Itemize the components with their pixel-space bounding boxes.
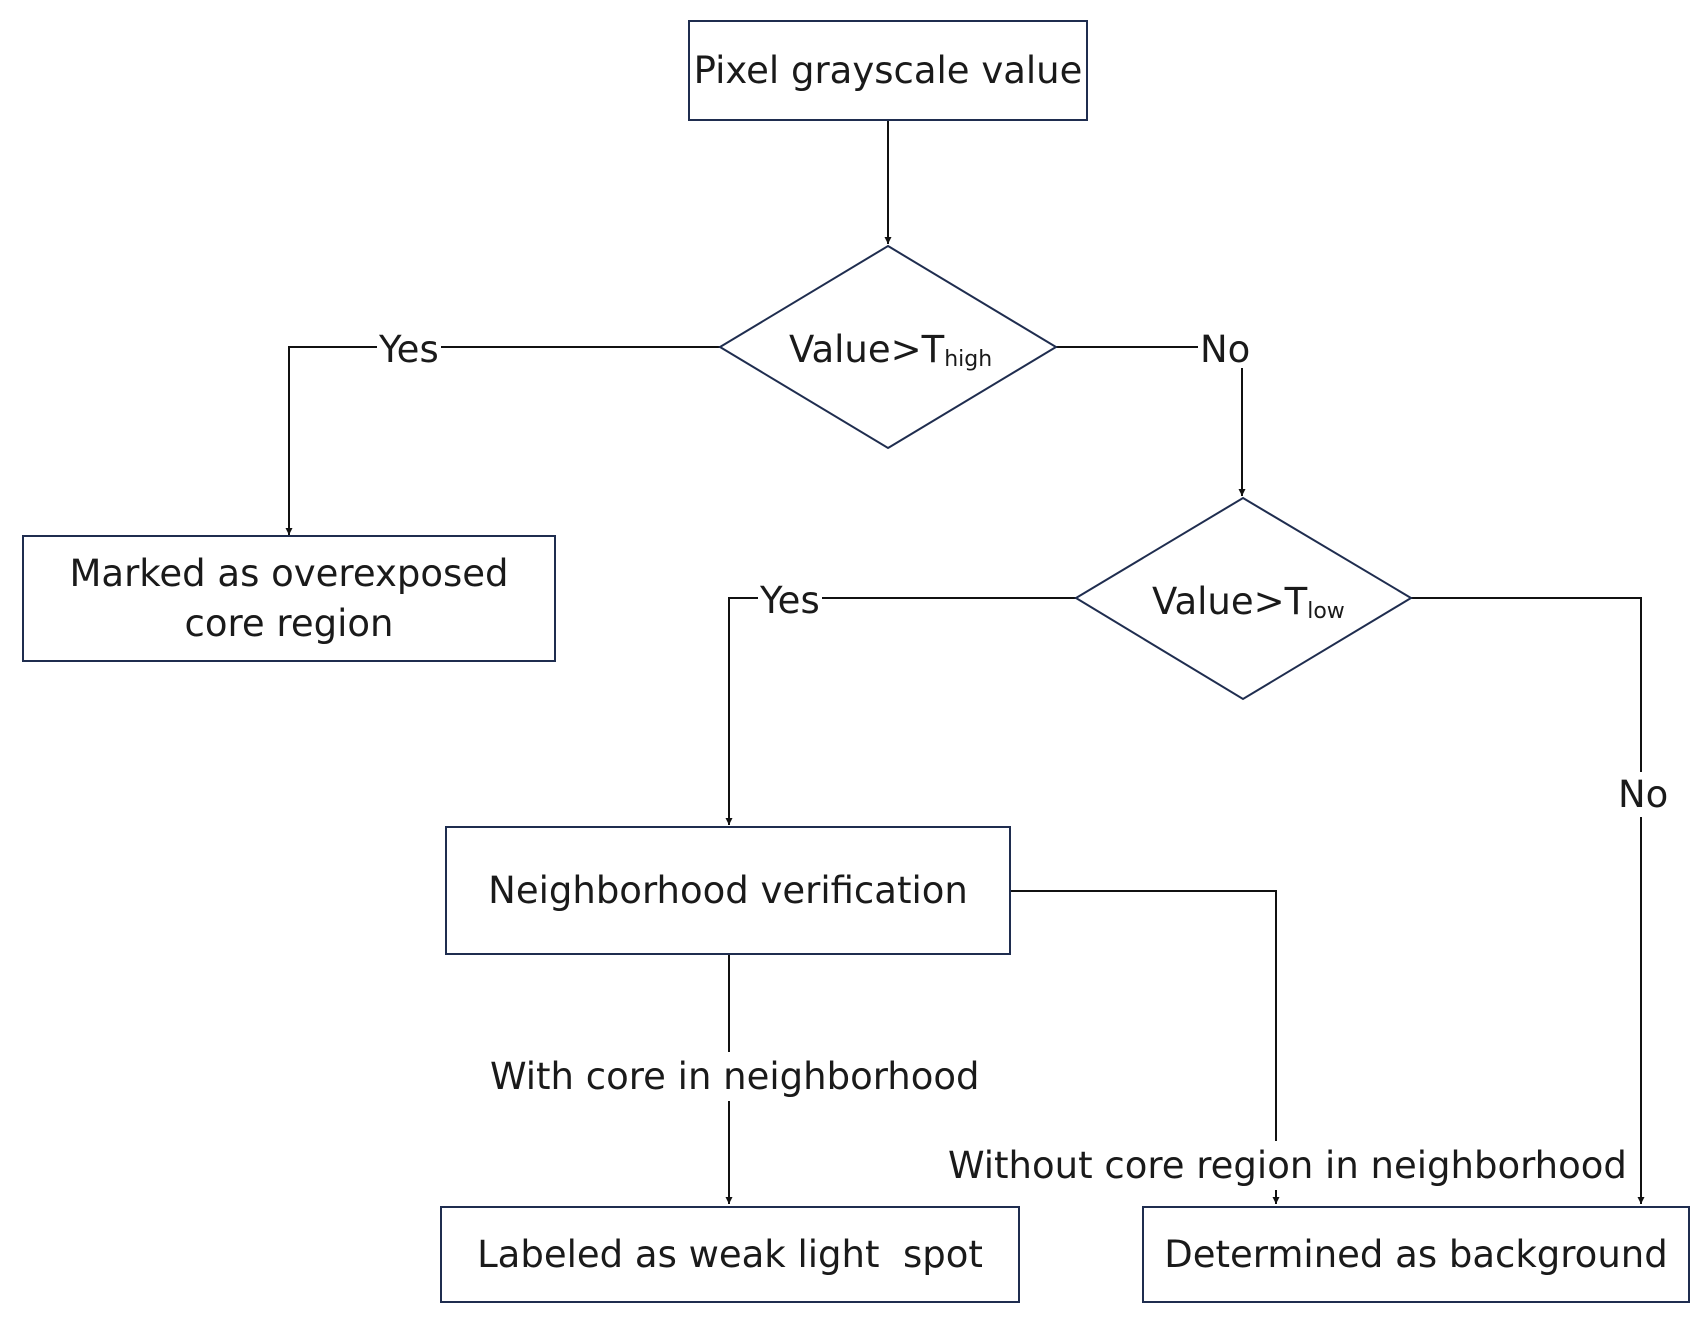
edge-label-without-core: Without core region in neighborhood bbox=[944, 1141, 1631, 1190]
edge-without-core bbox=[1010, 890, 1280, 1204]
start-box: Pixel grayscale value bbox=[688, 20, 1088, 121]
overexposed-box: Marked as overexposed core region bbox=[22, 535, 556, 662]
edge-high-yes bbox=[285, 346, 720, 535]
edge-low-yes bbox=[725, 597, 1076, 825]
edge-label-low-no: No bbox=[1616, 772, 1671, 817]
edge-label-high-no: No bbox=[1198, 328, 1253, 371]
weak-spot-box: Labeled as weak light spot bbox=[440, 1206, 1020, 1303]
neighborhood-box: Neighborhood verification bbox=[445, 826, 1011, 955]
decision-high-shape bbox=[718, 244, 1058, 450]
edge-label-high-yes: Yes bbox=[377, 328, 441, 371]
decision-low-label: Value>Tlow bbox=[1152, 580, 1345, 624]
decision-high-label: Value>Thigh bbox=[789, 328, 993, 372]
edge-label-low-yes: Yes bbox=[758, 579, 822, 622]
decision-low-shape bbox=[1074, 496, 1413, 701]
edge-low-no bbox=[1411, 597, 1645, 1204]
background-box: Determined as background bbox=[1142, 1206, 1690, 1303]
edge-label-with-core: With core in neighborhood bbox=[486, 1052, 984, 1101]
